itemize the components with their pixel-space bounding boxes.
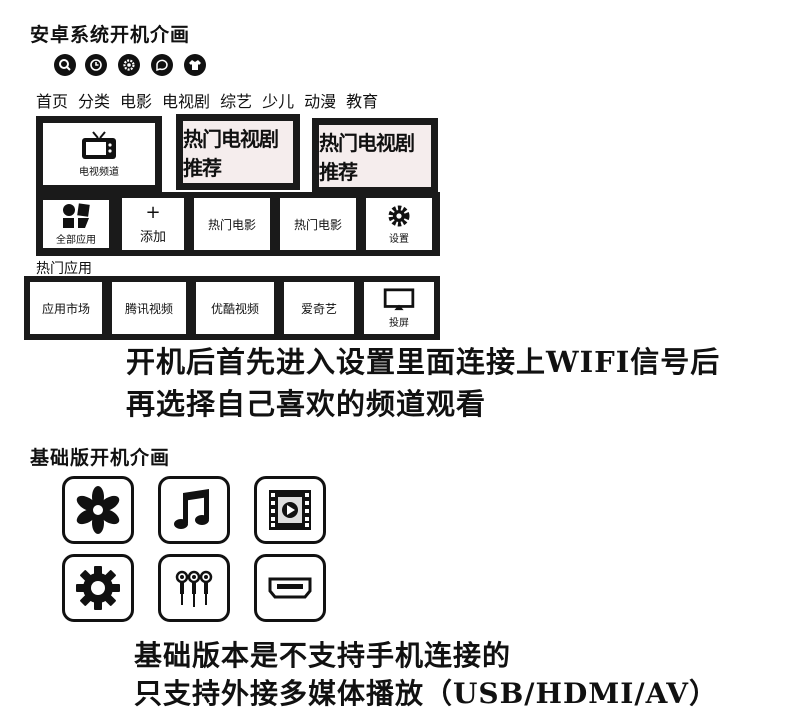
video-film-icon — [269, 490, 311, 530]
gear-icon[interactable] — [118, 54, 140, 76]
flower-tile[interactable] — [62, 476, 134, 544]
video-tile[interactable] — [254, 476, 326, 544]
app-market-frame: 应用市场 — [24, 276, 108, 340]
music-note-icon — [174, 489, 209, 529]
promo-frame-1: 热门电视剧推荐 — [176, 114, 300, 190]
nav-variety[interactable]: 综艺 — [220, 92, 253, 111]
basic-note-line-1: 基础版本是不支持手机连接的 — [134, 639, 512, 672]
hot-movie-tile-1[interactable]: 热门电影 — [194, 198, 270, 250]
settings-gear-icon — [76, 566, 120, 610]
movie-frame-1: 热门电影 — [190, 192, 274, 256]
add-frame: + 添加 — [118, 192, 188, 256]
add-tile[interactable]: + 添加 — [122, 198, 184, 250]
promo-frame-2: 热门电视剧推荐 — [312, 118, 438, 194]
tencent-video-label: 腾讯视频 — [124, 301, 173, 316]
tv-channel-label: 电视频道 — [79, 166, 119, 178]
music-tile[interactable] — [158, 476, 230, 544]
promo-tile-1[interactable]: 热门电视剧推荐 — [181, 119, 295, 185]
cast-tile[interactable]: 投屏 — [364, 282, 434, 334]
nav-home[interactable]: 首页 — [36, 92, 69, 111]
category-nav: 首页 分类 电影 电视剧 综艺 少儿 动漫 教育 — [36, 88, 378, 112]
tencent-video-frame: 腾讯视频 — [108, 276, 190, 340]
tv-icon — [82, 130, 116, 159]
promo-text-1: 热门电视剧推荐 — [183, 127, 279, 180]
flower-icon — [76, 486, 120, 534]
youku-frame: 优酷视频 — [192, 276, 278, 340]
hot-apps-title: 热门应用 — [36, 261, 92, 277]
android-section-title: 安卓系统开机介画 — [30, 24, 191, 46]
hdmi-tile[interactable] — [254, 554, 326, 622]
shirt-icon[interactable] — [184, 54, 206, 76]
app-market-tile[interactable]: 应用市场 — [30, 282, 102, 334]
hdmi-port-icon — [268, 577, 312, 599]
all-apps-icon — [63, 202, 90, 228]
settings-label: 设置 — [389, 233, 409, 245]
all-apps-tile[interactable]: 全部应用 — [41, 198, 111, 250]
promo-tile-2[interactable]: 热门电视剧推荐 — [317, 123, 433, 189]
hot-movie-label-2: 热门电影 — [293, 217, 342, 232]
nav-kids[interactable]: 少儿 — [262, 92, 295, 111]
search-icon[interactable] — [54, 54, 76, 76]
cast-screen-icon — [383, 287, 415, 310]
basic-section-title: 基础版开机介画 — [30, 447, 171, 469]
basic-note-line-2: 只支持外接多媒体播放（USB/HDMI/AV） — [134, 677, 718, 710]
add-label: 添加 — [139, 229, 166, 245]
hot-movie-label-1: 热门电影 — [207, 217, 256, 232]
nav-tv-series[interactable]: 电视剧 — [162, 92, 211, 111]
cast-frame: 投屏 — [360, 276, 440, 340]
instruction-line-2: 再选择自己喜欢的频道观看 — [126, 387, 487, 421]
tv-channel-frame: 电视频道 — [36, 116, 162, 192]
app-market-label: 应用市场 — [41, 301, 90, 316]
movie-frame-2: 热门电影 — [276, 192, 360, 256]
settings-basic-tile[interactable] — [62, 554, 134, 622]
iqiyi-tile[interactable]: 爱奇艺 — [284, 282, 354, 334]
message-icon[interactable] — [151, 54, 173, 76]
iqiyi-frame: 爱奇艺 — [280, 276, 358, 340]
av-tile[interactable] — [158, 554, 230, 622]
nav-category[interactable]: 分类 — [78, 92, 111, 111]
clock-icon[interactable] — [85, 54, 107, 76]
cast-label: 投屏 — [389, 317, 409, 329]
instruction-line-1: 开机后首先进入设置里面连接上WIFI信号后 — [126, 345, 721, 379]
nav-movie[interactable]: 电影 — [120, 92, 153, 111]
iqiyi-label: 爱奇艺 — [300, 301, 337, 316]
settings-tile[interactable]: 设置 — [366, 198, 432, 250]
settings-frame: 设置 — [362, 192, 440, 256]
add-plus-icon: + — [145, 201, 161, 223]
settings-gear-small-icon — [388, 205, 410, 226]
youku-tile[interactable]: 优酷视频 — [196, 282, 274, 334]
all-apps-frame: 全部应用 — [36, 192, 116, 256]
nav-anime[interactable]: 动漫 — [304, 92, 337, 111]
hot-movie-tile-2[interactable]: 热门电影 — [280, 198, 356, 250]
tv-channel-tile[interactable]: 电视频道 — [41, 121, 157, 187]
promo-text-2: 热门电视剧推荐 — [319, 131, 415, 184]
tencent-video-tile[interactable]: 腾讯视频 — [112, 282, 186, 334]
av-cable-icon — [175, 570, 213, 607]
nav-education[interactable]: 教育 — [346, 92, 379, 111]
all-apps-label: 全部应用 — [56, 234, 96, 246]
youku-label: 优酷视频 — [210, 301, 259, 316]
